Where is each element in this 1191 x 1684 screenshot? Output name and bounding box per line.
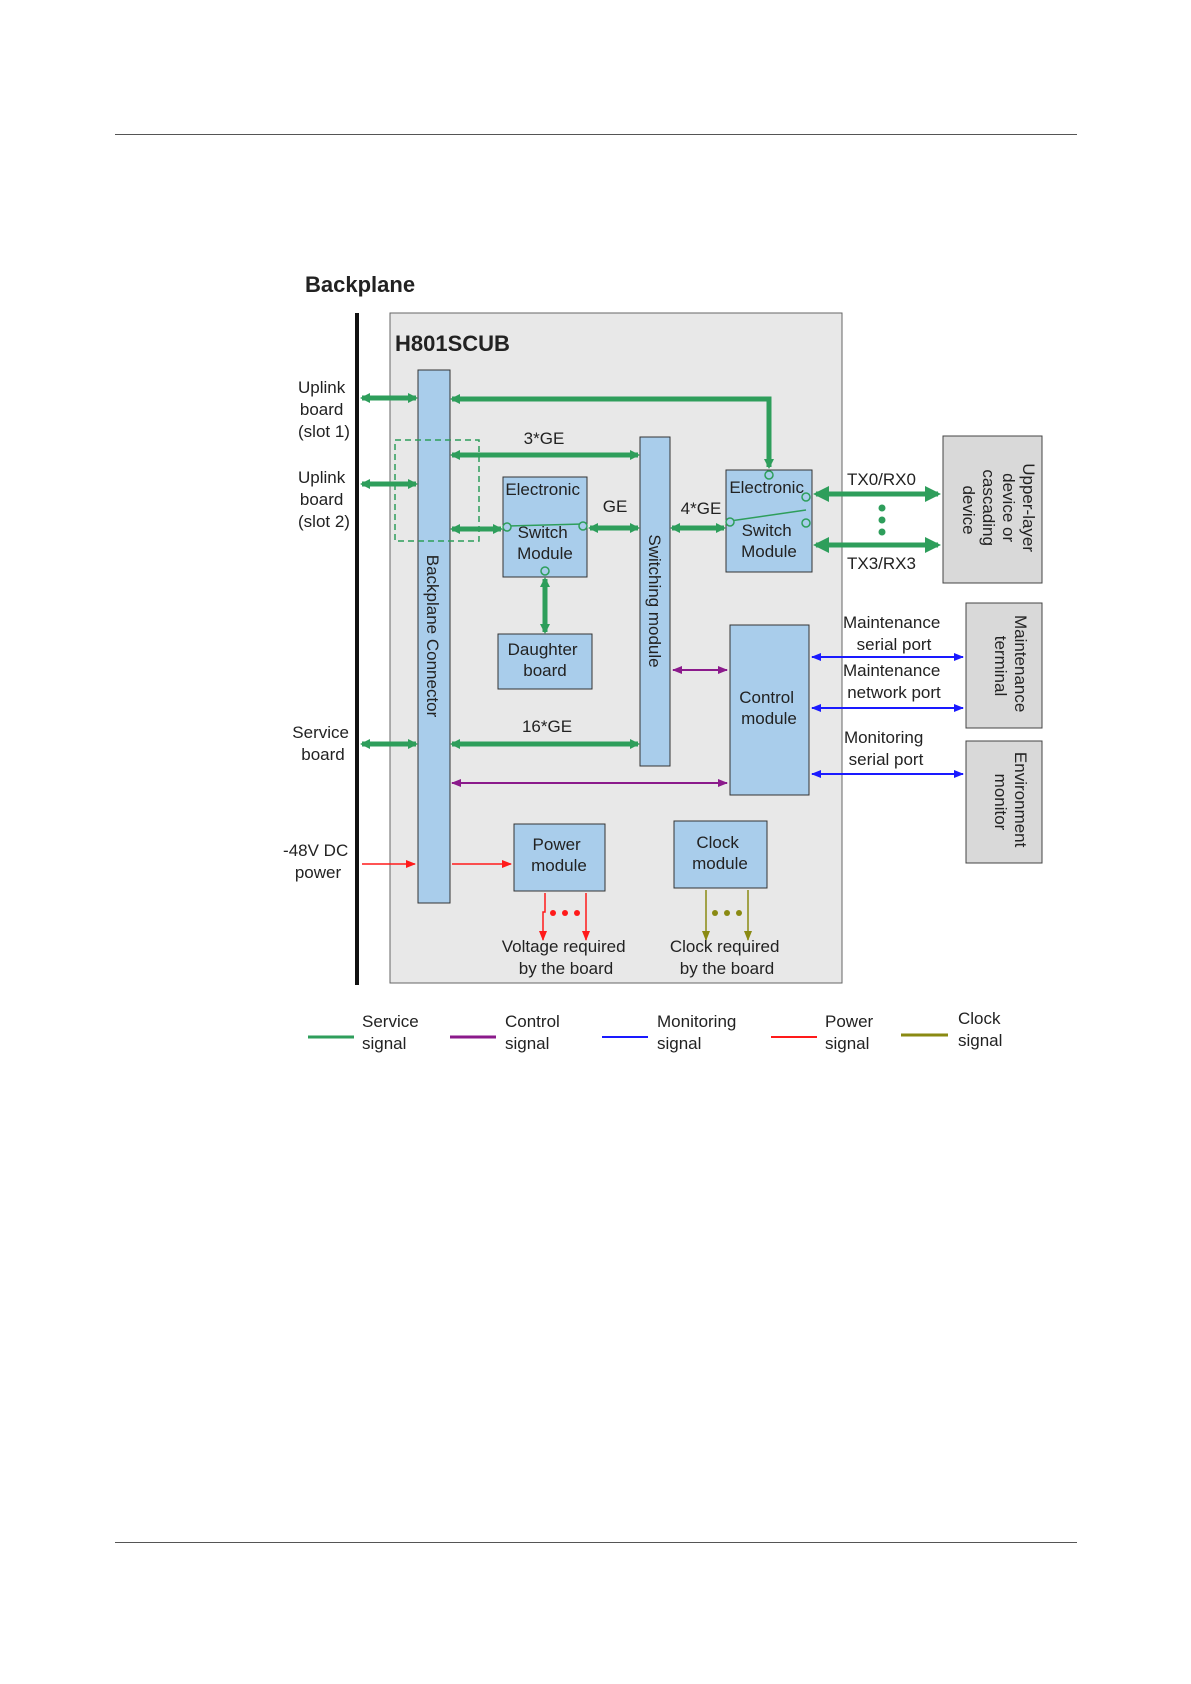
monitoring-serial-label: Monitoring serial port <box>844 728 928 769</box>
ge-label: GE <box>603 497 628 516</box>
footer-rule <box>115 1542 1077 1543</box>
board-title: H801SCUB <box>395 331 510 356</box>
backplane-title: Backplane <box>305 272 415 297</box>
service-board-label: Service board <box>292 723 353 764</box>
legend-control: Control signal <box>450 1012 565 1053</box>
esm-left-switch-line <box>506 523 584 527</box>
ge16-label: 16*GE <box>522 717 572 736</box>
esm-right-label: Electronic Switch Module <box>729 478 808 561</box>
svg-text:Control signal: Control signal <box>505 1012 565 1053</box>
legend: Service signal Control signal Monitoring… <box>308 1009 1005 1053</box>
legend-service: Service signal <box>308 1012 423 1053</box>
switching-module-label: Switching module <box>645 534 664 667</box>
esm-right-port-lower-right <box>801 518 811 528</box>
voltage-required-label: Voltage required by the board <box>502 937 631 978</box>
ge4-label: 4*GE <box>681 499 722 518</box>
uplink-slot2-label: Uplink board (slot 2) <box>298 468 350 531</box>
control-module-label: Control module <box>739 688 799 728</box>
legend-power: Power signal <box>771 1012 878 1053</box>
power-module-block <box>513 823 606 892</box>
clock-module-label: Clock module <box>692 833 748 873</box>
tx-ellipsis-dots <box>878 504 886 536</box>
esm-right-switch-line <box>729 509 807 522</box>
environment-monitor-block <box>965 740 1043 864</box>
esm-right-port-top <box>764 470 774 480</box>
esm-left-label: Electronic Switch Module <box>505 480 584 563</box>
control-module-block <box>729 624 810 796</box>
uplink-dashed-group <box>394 439 480 542</box>
backplane-connector <box>417 369 451 904</box>
power-ellipsis-dots <box>550 910 580 916</box>
maintenance-terminal-block <box>965 602 1043 729</box>
backplane-bar <box>355 313 359 985</box>
maintenance-terminal-label: Maintenance terminal <box>991 615 1030 717</box>
switching-module-block <box>639 436 671 767</box>
header-rule <box>115 134 1077 135</box>
power-module-label: Power module <box>531 835 587 875</box>
svg-text:Clock signal: Clock signal <box>958 1009 1005 1050</box>
clock-ellipsis-dots <box>712 910 742 916</box>
power-input-label: -48V DC power <box>283 841 353 882</box>
power-out-left <box>539 893 547 941</box>
connector-to-esm-right-link <box>450 394 774 469</box>
clock-module-block <box>673 820 768 889</box>
tx3-rx3-label: TX3/RX3 <box>847 554 916 573</box>
esm-left-port-bottom <box>540 566 550 576</box>
clock-required-label: Clock required by the board <box>670 937 784 978</box>
esm-left-port-right <box>578 521 588 531</box>
daughter-board-block <box>497 633 593 690</box>
legend-clock: Clock signal <box>901 1009 1005 1050</box>
tx0-rx0-label: TX0/RX0 <box>847 470 916 489</box>
maintenance-network-label: Maintenance network port <box>843 661 945 702</box>
maintenance-serial-label: Maintenance serial port <box>843 613 945 654</box>
upper-layer-device-block <box>942 435 1043 584</box>
svg-text:Service signal: Service signal <box>362 1012 423 1053</box>
svg-text:Power signal: Power signal <box>825 1012 878 1053</box>
ge3-label: 3*GE <box>524 429 565 448</box>
esm-right-block <box>725 469 813 573</box>
esm-right-port-left <box>725 517 735 527</box>
environment-monitor-label: Environment monitor <box>991 752 1030 852</box>
esm-right-port-upper-right <box>801 492 811 502</box>
daughter-board-label: Daughter board <box>508 640 583 680</box>
uplink-slot1-label: Uplink board (slot 1) <box>298 378 350 441</box>
legend-monitoring: Monitoring signal <box>602 1012 741 1053</box>
esm-left-port-left <box>502 522 512 532</box>
backplane-connector-label: Backplane Connector <box>423 555 442 718</box>
upper-layer-device-label: Upper-layer device or cascading device <box>959 463 1038 557</box>
svg-text:Monitoring signal: Monitoring signal <box>657 1012 741 1053</box>
